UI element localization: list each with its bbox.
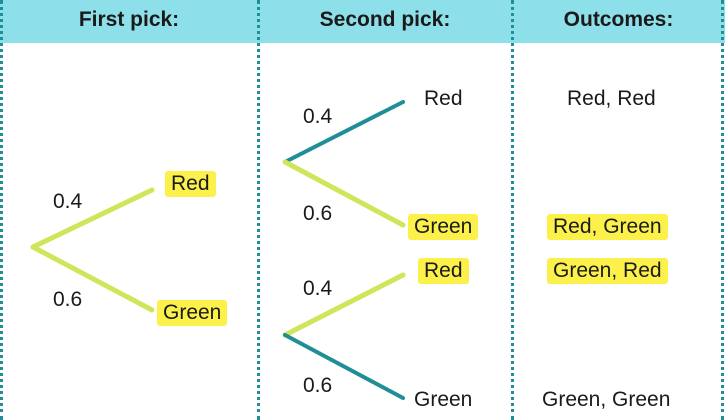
prob-first-red: 0.4 [53, 190, 83, 213]
prob-lower-green: 0.6 [303, 374, 333, 397]
divider-left [0, 0, 3, 420]
outcome-green-green: Green, Green [542, 388, 671, 411]
branch-lower-green [283, 333, 405, 400]
outcome-red-red: Red, Red [567, 87, 656, 110]
divider-far-right [721, 0, 724, 420]
second-pick-upper-green-label: Green [408, 214, 479, 240]
header-bar: First pick: Second pick: Outcomes: [0, 0, 725, 43]
first-pick-green-label: Green [157, 300, 228, 326]
divider-right [511, 0, 514, 420]
first-pick-red-label: Red [165, 171, 216, 197]
divider-middle [257, 0, 260, 420]
header-first-pick: First pick: [78, 8, 180, 31]
prob-first-green: 0.6 [53, 288, 83, 311]
branch-lower-red [282, 272, 406, 338]
second-pick-upper-red-label: Red [424, 87, 463, 110]
branch-upper-green [282, 159, 406, 228]
outcome-red-green: Red, Green [547, 214, 668, 240]
second-pick-lower-green-label: Green [414, 388, 473, 411]
outcome-green-red: Green, Red [547, 258, 668, 284]
branch-first-red [30, 187, 155, 250]
header-second-pick: Second pick: [319, 8, 451, 31]
prob-upper-green: 0.6 [303, 202, 333, 225]
header-outcomes: Outcomes: [563, 8, 674, 31]
prob-upper-red: 0.4 [303, 105, 333, 128]
second-pick-lower-red-label: Red [418, 258, 469, 284]
branch-first-green [30, 244, 155, 313]
prob-lower-red: 0.4 [303, 277, 333, 300]
branch-upper-red [283, 100, 405, 164]
